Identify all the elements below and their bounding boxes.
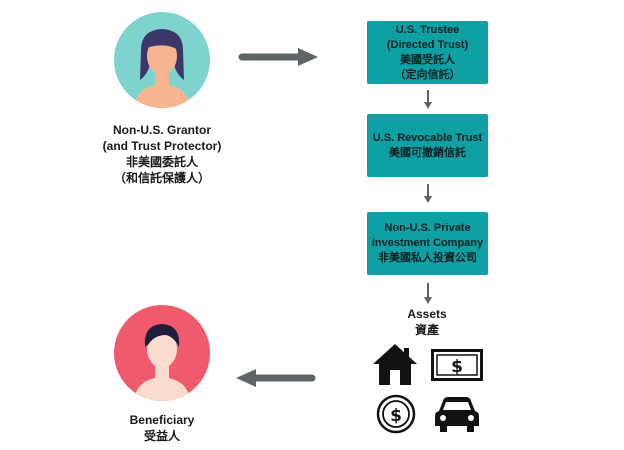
box-us-revocable-trust: U.S. Revocable Trust 美國可撤銷信託: [367, 114, 488, 177]
assets-label-en: Assets: [407, 307, 447, 321]
assets-label-zh: 資產: [414, 323, 439, 337]
box-us-trustee-line4: （定向信託）: [394, 68, 461, 81]
box-private-investment-company: Non-U.S. Private Investment Company 非美國私…: [367, 212, 488, 275]
grantor-to-trustee-arrow: [238, 48, 318, 66]
grantor-label: Non-U.S. Grantor (and Trust Protector) 非…: [82, 122, 242, 186]
assets-to-beneficiary-arrow: [236, 369, 316, 387]
box-us-revocable-trust-line2: 美國可撤銷信託: [389, 146, 466, 159]
beneficiary-label: Beneficiary 受益人: [102, 412, 222, 444]
beneficiary-label-zh: 受益人: [143, 429, 180, 443]
grantor-label-en-1: Non-U.S. Grantor: [113, 123, 211, 137]
box-company-line3: 非美國私人投資公司: [378, 252, 477, 264]
box-company-line1: Non-U.S. Private: [384, 222, 471, 234]
svg-text:$: $: [390, 406, 402, 426]
beneficiary-label-en: Beneficiary: [129, 413, 195, 427]
banknote-icon: $: [431, 349, 483, 381]
trust-to-company-arrow: [424, 184, 432, 203]
grantor-label-zh-2: （和信託保護人）: [113, 171, 210, 185]
grantor-label-zh-1: 非美國委託人: [125, 155, 198, 169]
box-us-trustee: U.S. Trustee (Directed Trust) 美國受託人 （定向信…: [367, 21, 488, 84]
grantor-label-en-2: (and Trust Protector): [102, 139, 222, 153]
svg-text:$: $: [451, 357, 463, 377]
car-icon: [435, 397, 479, 432]
trustee-to-trust-arrow: [424, 90, 432, 109]
box-us-trustee-line1: U.S. Trustee: [395, 23, 460, 36]
assets-label: Assets 資產: [387, 306, 467, 338]
grantor-avatar: [114, 12, 210, 108]
house-icon: [373, 344, 417, 385]
box-us-trustee-line3: 美國受託人: [400, 53, 455, 66]
beneficiary-avatar: [114, 305, 210, 401]
company-to-assets-arrow: [424, 283, 432, 304]
box-us-trustee-line2: (Directed Trust): [386, 38, 469, 51]
coin-icon: $: [376, 394, 416, 434]
box-company-line2: Investment Company: [371, 237, 484, 249]
box-us-revocable-trust-line1: U.S. Revocable Trust: [372, 131, 483, 144]
